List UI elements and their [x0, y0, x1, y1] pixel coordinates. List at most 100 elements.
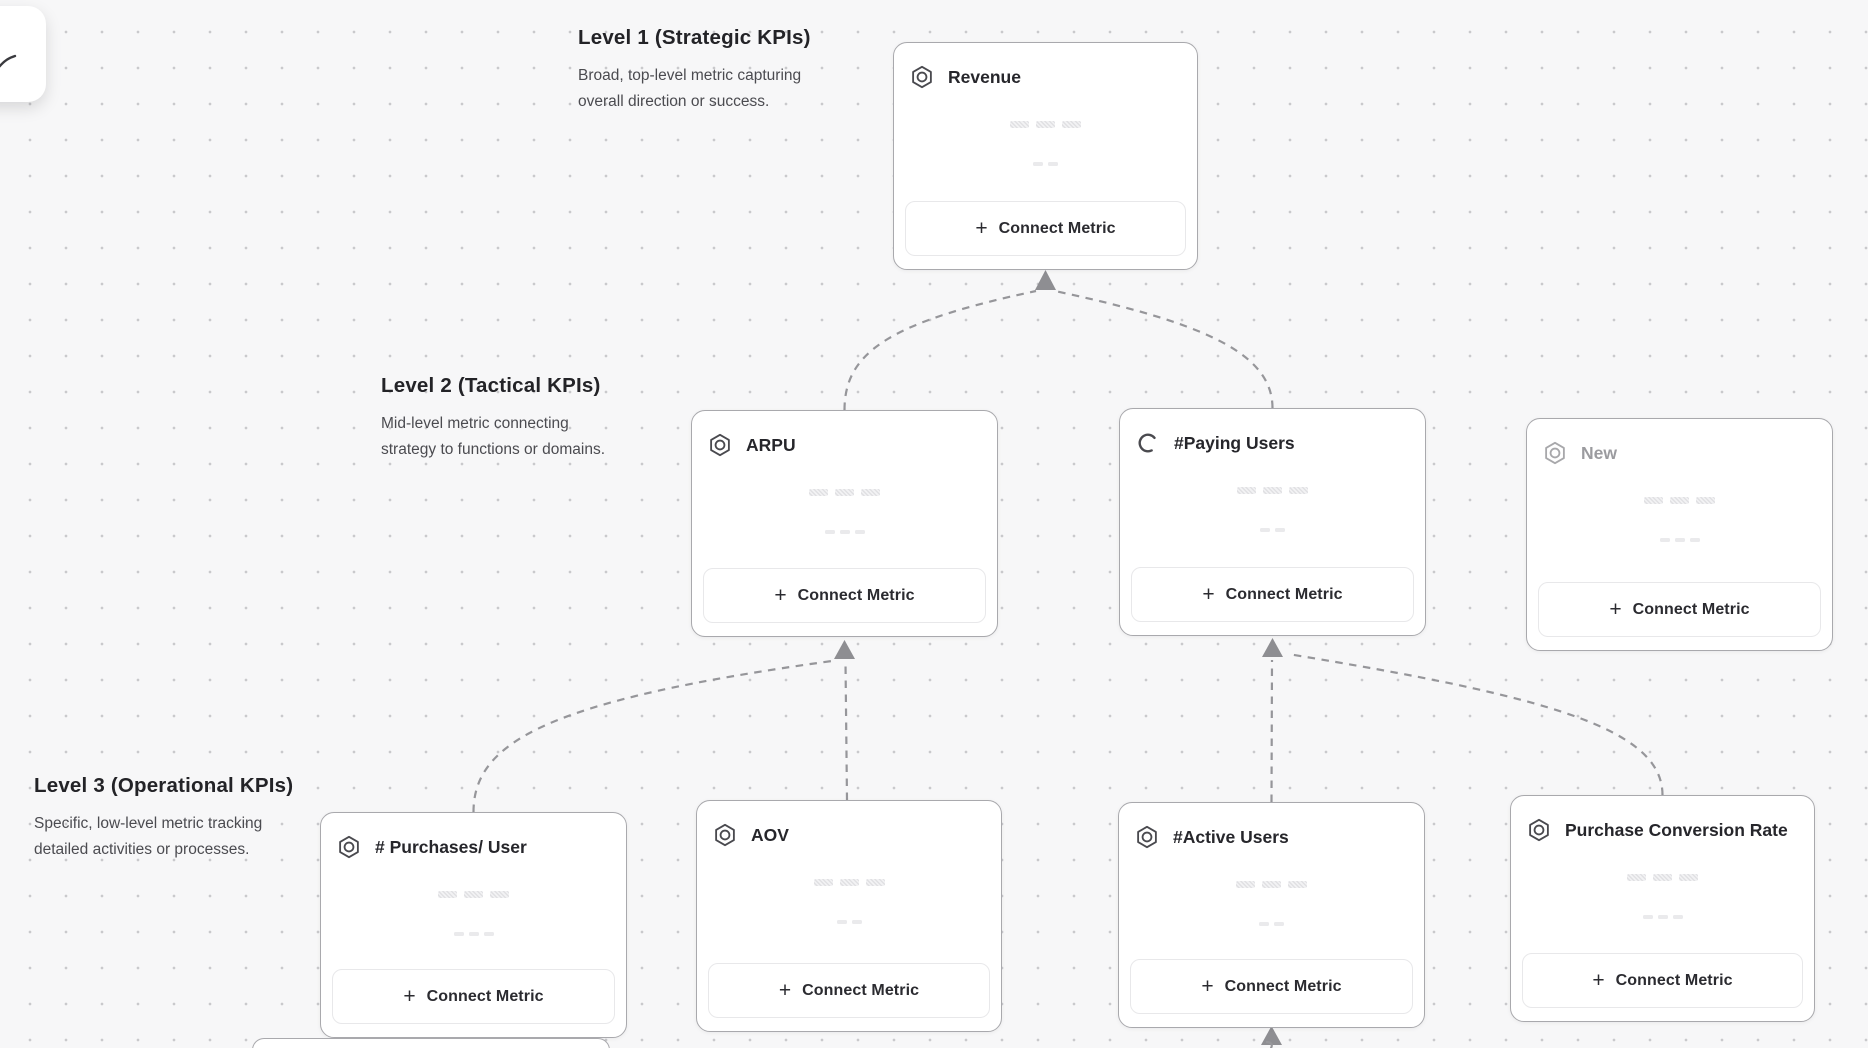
skeleton-dash: [468, 932, 479, 936]
plus-icon: +: [975, 217, 988, 240]
skeleton-bar-row: [1120, 487, 1425, 494]
arrowhead-up-icon: [834, 640, 855, 659]
arrowhead-up-icon: [1261, 1026, 1282, 1045]
connect-metric-button[interactable]: + Connect Metric: [1131, 567, 1414, 622]
skeleton-bar: [1670, 497, 1689, 504]
skeleton-dash: [1674, 538, 1685, 542]
skeleton-bar: [438, 891, 457, 898]
level-3-description: Specific, low-level metric tracking deta…: [34, 815, 263, 858]
plus-icon: +: [1202, 583, 1215, 606]
skeleton-dash: [851, 920, 862, 924]
skeleton-bar: [1644, 497, 1663, 504]
metric-card[interactable]: Revenue + Connect Metric: [893, 42, 1198, 270]
metric-hexagon-icon: [712, 822, 738, 848]
skeleton-dash: [839, 530, 850, 534]
plus-icon: +: [1592, 969, 1605, 992]
plus-icon: +: [1201, 975, 1214, 998]
skeleton-dash: [1275, 528, 1285, 532]
skeleton-dash: [1642, 915, 1653, 919]
skeleton-bar: [464, 891, 483, 898]
skeleton-bar-row: [692, 489, 997, 496]
metric-card-title: # Purchases/ User: [375, 836, 527, 857]
skeleton-bar: [813, 879, 833, 886]
metric-card[interactable]: New + Connect Metric: [1526, 418, 1833, 651]
skeleton-dash-row: [321, 932, 626, 936]
skeleton-dash-row: [692, 530, 997, 534]
skeleton-bar: [839, 879, 859, 886]
skeleton-dash: [1689, 538, 1700, 542]
plus-icon: +: [778, 979, 792, 1002]
skeleton-bar: [1036, 121, 1055, 128]
metric-card[interactable]: Purchase Conversion Rate + Connect Metri…: [1510, 795, 1815, 1022]
edge-path: [844, 661, 849, 801]
skeleton-bar: [1237, 487, 1256, 494]
metric-card-header: Purchase Conversion Rate: [1511, 796, 1814, 843]
skeleton-dash: [1274, 922, 1284, 926]
skeleton-bar-row: [1527, 497, 1832, 504]
skeleton-bar: [1062, 121, 1081, 128]
metric-card-title: AOV: [751, 824, 789, 845]
metric-hexagon-icon: [1134, 824, 1160, 850]
skeleton-dash: [1657, 915, 1668, 919]
metric-card[interactable]: #Active Users + Connect Metric: [1118, 802, 1425, 1028]
skeleton-bar: [1236, 881, 1255, 888]
level-3-label-group: Level 3 (Operational KPIs) Specific, low…: [34, 774, 298, 863]
connect-metric-button[interactable]: + Connect Metric: [703, 568, 986, 623]
edge-path: [472, 659, 833, 813]
connect-metric-label: Connect Metric: [1225, 585, 1343, 603]
skeleton-bar: [1653, 874, 1672, 881]
skeleton-dash: [836, 920, 847, 924]
edge-path: [843, 289, 1037, 411]
skeleton-dash: [1260, 528, 1270, 532]
skeleton-bar: [1263, 487, 1282, 494]
metric-card-header: ARPU: [692, 411, 997, 458]
metric-card-header: AOV: [697, 801, 1001, 848]
metric-hexagon-icon: [909, 64, 935, 90]
skeleton-bar: [809, 489, 828, 496]
plus-icon: +: [403, 985, 416, 1008]
metric-card[interactable]: AOV + Connect Metric: [696, 800, 1002, 1032]
connect-metric-label: Connect Metric: [426, 987, 544, 1005]
metric-card-title: ARPU: [746, 434, 796, 455]
skeleton-dash: [1033, 162, 1043, 166]
skeleton-bar-row: [1511, 874, 1814, 881]
metric-card[interactable]: #Paying Users + Connect Metric: [1119, 408, 1426, 636]
level-1-title: Level 1 (Strategic KPIs): [578, 26, 811, 49]
metric-hexagon-icon: [1526, 817, 1552, 843]
connect-metric-label: Connect Metric: [1615, 971, 1733, 989]
metric-card-title: Revenue: [948, 66, 1021, 87]
skeleton-dash-row: [697, 920, 1001, 924]
level-2-description: Mid-level metric connecting strategy to …: [381, 415, 606, 458]
connect-metric-button[interactable]: + Connect Metric: [905, 201, 1186, 256]
skeleton-bar: [865, 879, 885, 886]
connect-metric-button[interactable]: + Connect Metric: [708, 963, 990, 1018]
skeleton-bar: [1289, 487, 1308, 494]
edge-path: [1265, 1040, 1273, 1048]
metric-card-header: #Paying Users: [1120, 409, 1425, 456]
connect-metric-button[interactable]: + Connect Metric: [1130, 959, 1413, 1014]
connect-metric-label: Connect Metric: [1632, 600, 1750, 618]
level-2-title: Level 2 (Tactical KPIs): [381, 374, 601, 397]
metric-card-header: # Purchases/ User: [321, 813, 626, 860]
metric-hexagon-icon: [336, 834, 362, 860]
metric-card-title: #Paying Users: [1174, 432, 1295, 453]
partial-metric-card[interactable]: [252, 1038, 610, 1048]
skeleton-dash: [1672, 915, 1683, 919]
metric-card[interactable]: # Purchases/ User + Connect Metric: [320, 812, 627, 1038]
metric-card-title: #Active Users: [1173, 826, 1289, 847]
skeleton-dash: [453, 932, 464, 936]
metric-card[interactable]: ARPU + Connect Metric: [691, 410, 998, 637]
arrowhead-up-icon: [1262, 638, 1283, 657]
corner-toolbar-button[interactable]: [0, 6, 46, 102]
connect-metric-button[interactable]: + Connect Metric: [332, 969, 615, 1024]
edge-path: [1270, 659, 1274, 803]
connect-metric-button[interactable]: + Connect Metric: [1538, 582, 1821, 637]
metric-hexagon-icon: [1542, 440, 1568, 466]
skeleton-bar-row: [321, 891, 626, 898]
connect-metric-button[interactable]: + Connect Metric: [1522, 953, 1803, 1008]
edge-path: [1054, 289, 1274, 409]
level-3-title: Level 3 (Operational KPIs): [34, 774, 294, 797]
connect-metric-label: Connect Metric: [1224, 977, 1342, 995]
skeleton-dash: [483, 932, 494, 936]
